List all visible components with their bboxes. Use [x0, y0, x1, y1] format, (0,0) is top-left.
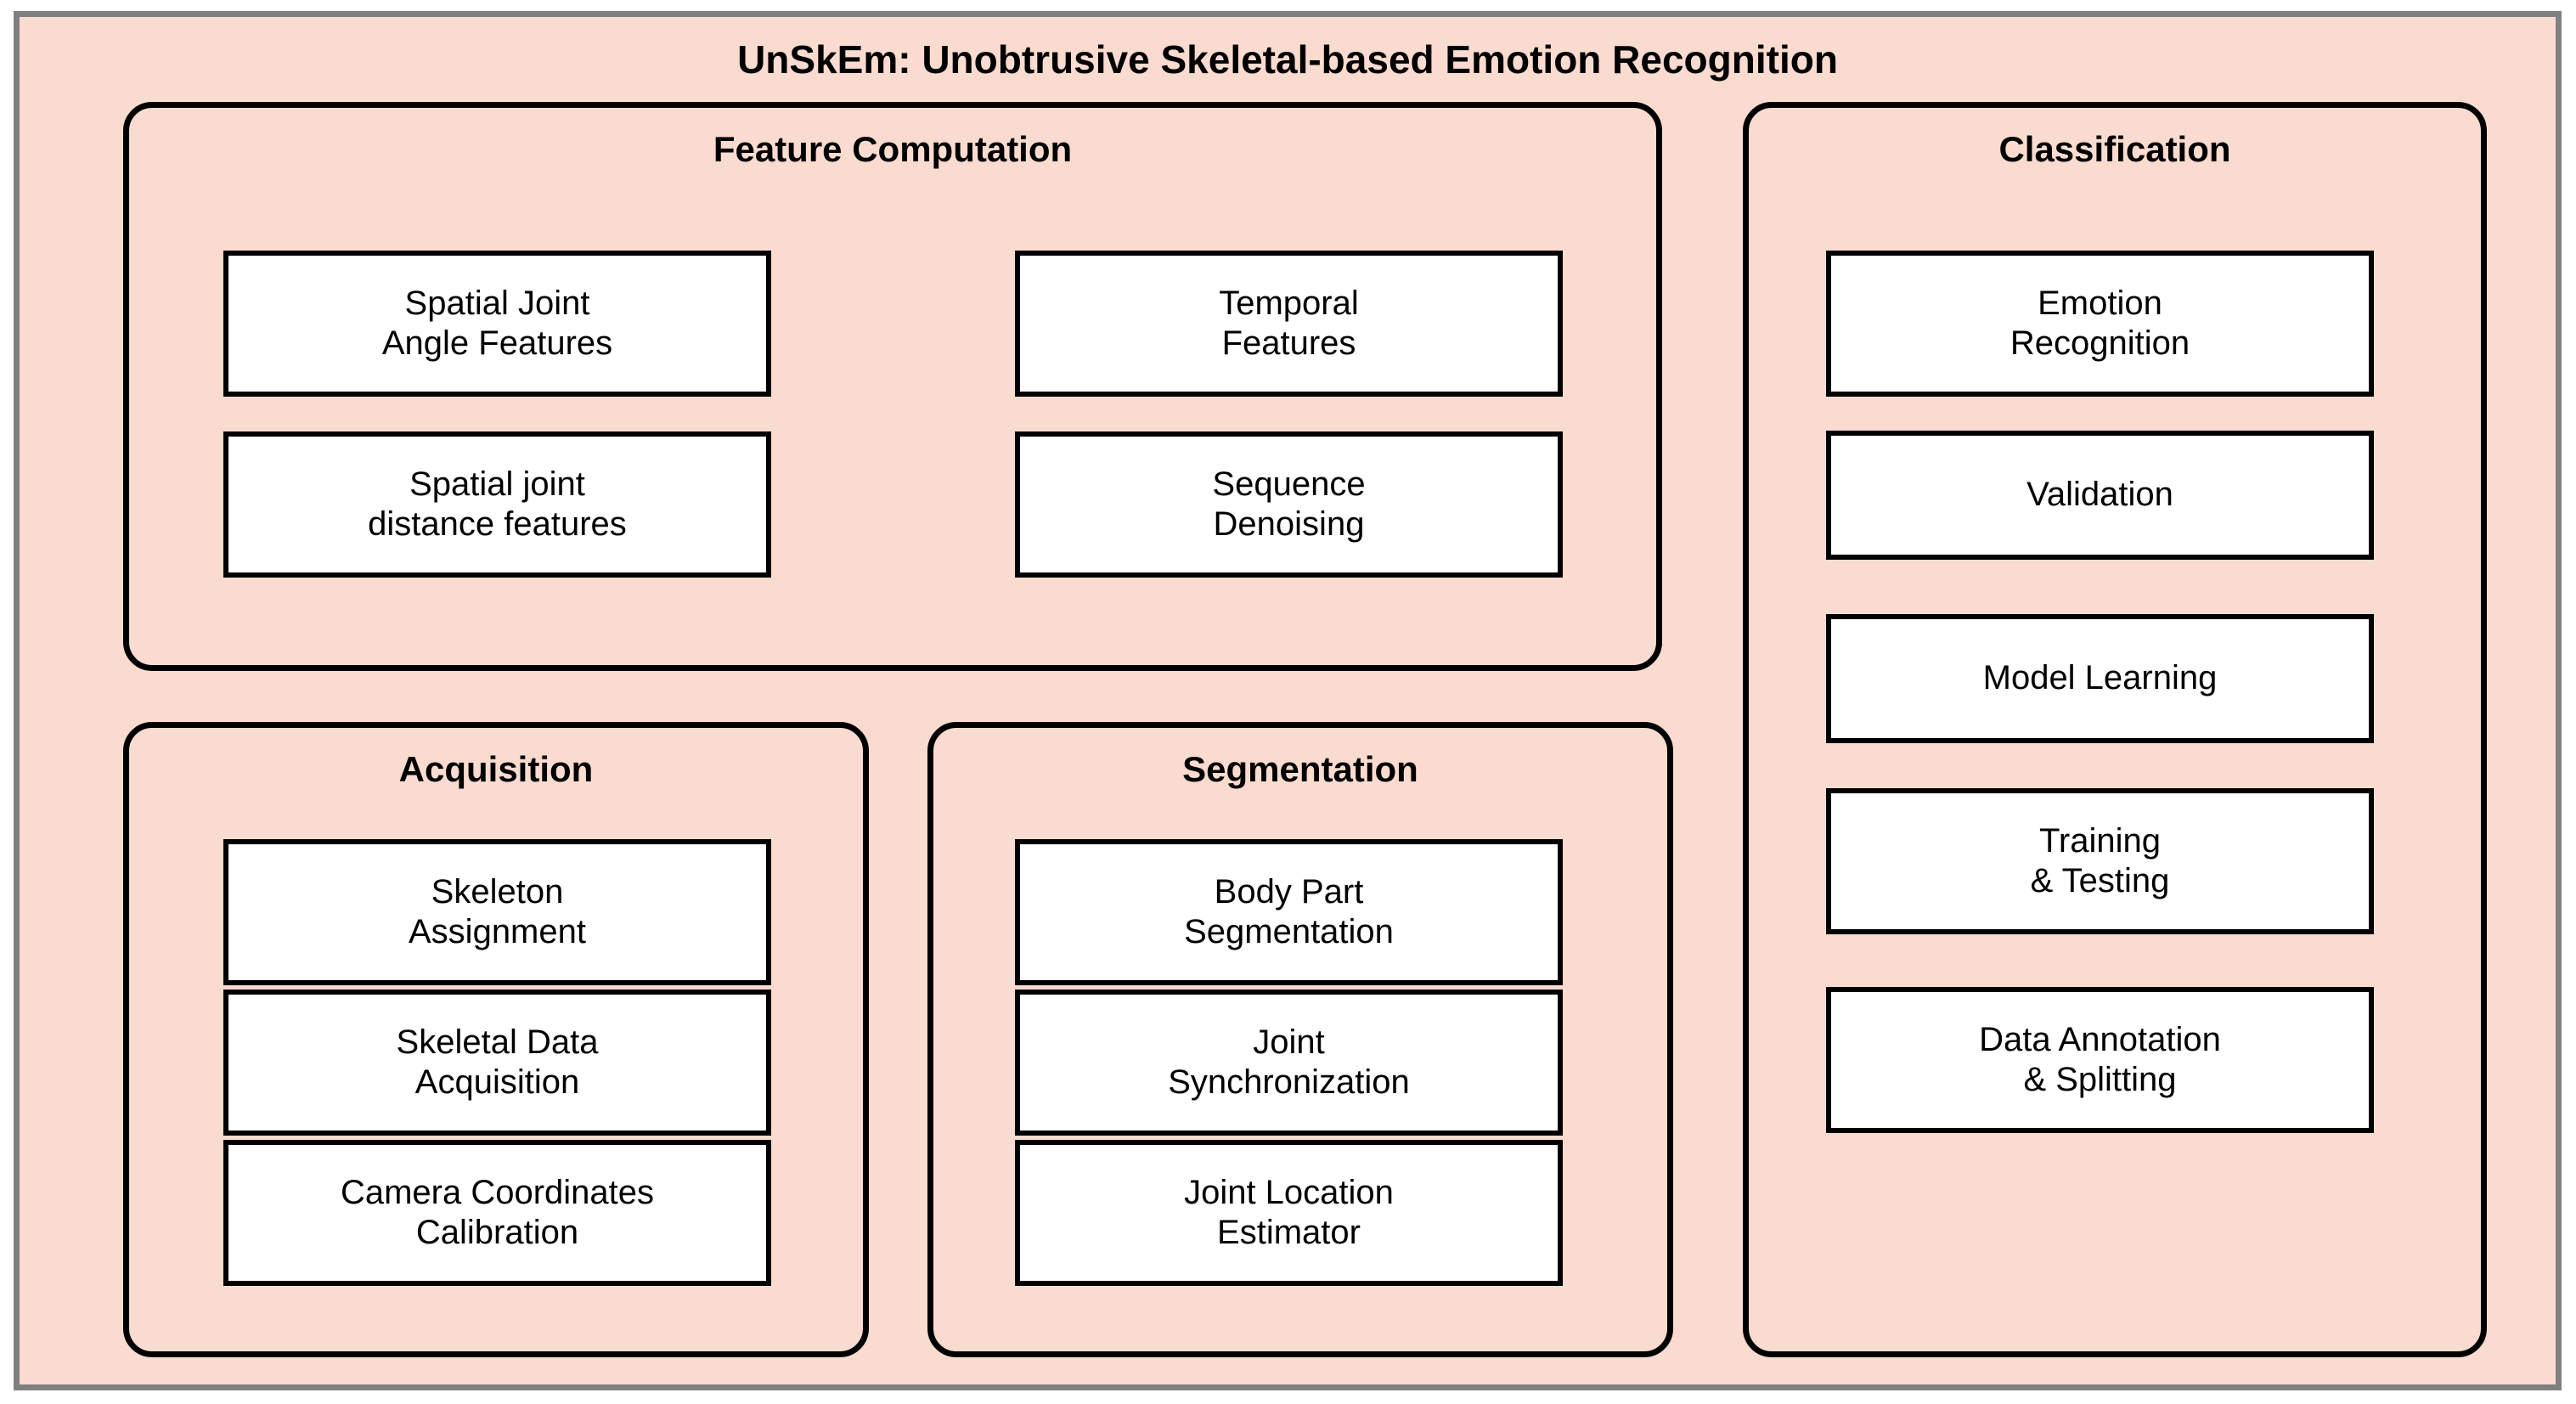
group-title-acquisition: Acquisition: [398, 749, 594, 789]
box-validation[interactable]: Validation: [1826, 431, 2374, 560]
group-panel-acquisition: Acquisition: [123, 722, 869, 1357]
box-label: Training & Testing: [2030, 821, 2170, 899]
box-label: Joint Location Estimator: [1184, 1173, 1394, 1251]
diagram-outer-frame: UnSkEm: Unobtrusive Skeletal-based Emoti…: [14, 11, 2562, 1390]
box-data-annotation-and-splitting[interactable]: Data Annotation & Splitting: [1826, 987, 2374, 1133]
box-label: Skeleton Assignment: [409, 872, 586, 950]
group-title-classification: Classification: [1998, 129, 2231, 169]
group-title-segmentation: Segmentation: [1182, 749, 1418, 789]
box-model-learning[interactable]: Model Learning: [1826, 614, 2374, 743]
box-camera-coordinates-calibration[interactable]: Camera Coordinates Calibration: [223, 1140, 771, 1286]
box-label: Model Learning: [1982, 659, 2218, 697]
box-label: Sequence Denoising: [1212, 465, 1366, 543]
group-panel-segmentation: Segmentation: [927, 722, 1673, 1357]
box-label: Camera Coordinates Calibration: [340, 1173, 655, 1251]
box-spatial-joint-distance-features[interactable]: Spatial joint distance features: [223, 431, 771, 578]
box-sequence-denoising[interactable]: Sequence Denoising: [1015, 431, 1563, 578]
group-panel-classification: Classification: [1743, 102, 2487, 1357]
box-label: Temporal Features: [1219, 284, 1359, 362]
box-label: Emotion Recognition: [2010, 284, 2190, 362]
box-temporal-features[interactable]: Temporal Features: [1015, 251, 1563, 397]
group-title-feature-computation: Feature Computation: [713, 129, 1073, 169]
box-spatial-joint-angle-features[interactable]: Spatial Joint Angle Features: [223, 251, 771, 397]
box-body-part-segmentation[interactable]: Body Part Segmentation: [1015, 839, 1563, 985]
box-label: Spatial joint distance features: [368, 465, 627, 543]
box-emotion-recognition[interactable]: Emotion Recognition: [1826, 251, 2374, 397]
box-label: Skeletal Data Acquisition: [396, 1023, 599, 1101]
box-skeletal-data-acquisition[interactable]: Skeletal Data Acquisition: [223, 990, 771, 1136]
box-label: Joint Synchronization: [1168, 1023, 1410, 1101]
box-label: Body Part Segmentation: [1184, 872, 1394, 950]
box-label: Spatial Joint Angle Features: [381, 284, 613, 362]
box-joint-location-estimator[interactable]: Joint Location Estimator: [1015, 1140, 1563, 1286]
box-skeleton-assignment[interactable]: Skeleton Assignment: [223, 839, 771, 985]
box-label: Data Annotation & Splitting: [1979, 1020, 2221, 1098]
page-title: UnSkEm: Unobtrusive Skeletal-based Emoti…: [737, 37, 1838, 82]
group-panel-feature-computation: Feature Computation: [123, 102, 1662, 671]
box-label: Validation: [2026, 476, 2173, 514]
box-joint-synchronization[interactable]: Joint Synchronization: [1015, 990, 1563, 1136]
box-training-and-testing[interactable]: Training & Testing: [1826, 788, 2374, 934]
